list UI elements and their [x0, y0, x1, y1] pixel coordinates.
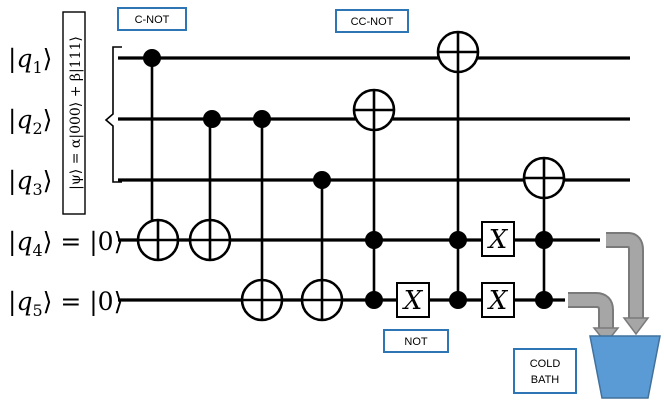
- control-dot: [449, 231, 467, 249]
- control-dot: [253, 110, 271, 128]
- control-dot: [203, 110, 221, 128]
- cnot-gate-q1-q4: [136, 49, 180, 262]
- pipe-q4-to-bath: [606, 232, 650, 336]
- x-gate-q4: X: [481, 221, 515, 257]
- control-dot: [143, 49, 161, 67]
- ccnot-gate-q4-q5-q3: [522, 156, 566, 309]
- ccnot-gate-q4-q5-q1: [436, 30, 480, 309]
- control-dot: [365, 291, 383, 309]
- cnot-gate-q2-q4: [188, 110, 232, 262]
- callout-ccnot: CC-NOT: [335, 9, 409, 33]
- control-dot: [365, 231, 383, 249]
- x-gate-q5-first: X: [396, 282, 430, 318]
- control-dot: [449, 291, 467, 309]
- qubit-label-q3: |q3⟩: [8, 166, 52, 199]
- svg-text:BATH: BATH: [531, 374, 560, 386]
- svg-text:X: X: [487, 286, 509, 316]
- qubit-label-q4: |q4⟩ = |0⟩: [8, 227, 123, 260]
- cnot-gate-q2-q5: [240, 110, 284, 322]
- svg-text:X: X: [487, 225, 509, 255]
- svg-text:X: X: [402, 286, 424, 316]
- cold-bath-bucket: [589, 335, 661, 399]
- ccnot-gate-q4-q5-q2: [352, 88, 396, 309]
- state-label: |ψ⟩ = α|000⟩ + β|111⟩: [62, 11, 86, 215]
- control-dot: [535, 291, 553, 309]
- register-bracket: [104, 46, 122, 183]
- qubit-label-q1: |q1⟩: [8, 44, 52, 77]
- svg-text:COLD: COLD: [530, 358, 561, 370]
- svg-text:C-NOT: C-NOT: [135, 14, 170, 26]
- qubit-label-q5: |q5⟩ = |0⟩: [8, 287, 123, 320]
- svg-text:NOT: NOT: [404, 336, 428, 348]
- callout-not: NOT: [383, 329, 449, 353]
- control-dot: [313, 171, 331, 189]
- state-label-text: |ψ⟩ = α|000⟩ + β|111⟩: [68, 36, 84, 190]
- qubit-labels: |q1⟩ |q2⟩ |q3⟩ |q4⟩ = |0⟩ |q5⟩ = |0⟩: [8, 44, 123, 320]
- arrow-down-icon: [622, 317, 650, 336]
- x-gate-q5-second: X: [481, 282, 515, 318]
- control-dot: [535, 231, 553, 249]
- svg-text:CC-NOT: CC-NOT: [351, 16, 394, 28]
- cnot-gate-q3-q5: [300, 171, 344, 322]
- qubit-label-q2: |q2⟩: [8, 105, 52, 138]
- callout-cnot: C-NOT: [117, 7, 187, 31]
- state-label-box: [62, 11, 86, 215]
- callout-cold-bath: COLD BATH: [513, 348, 577, 394]
